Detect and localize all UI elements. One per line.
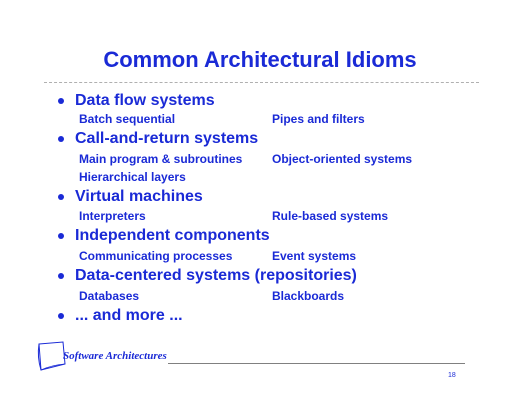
bullet-label: ... and more ... — [75, 307, 183, 324]
page-curl-logo-icon — [37, 341, 66, 371]
bullet-item-independent-components: Independent components — [58, 226, 270, 246]
bullet-item-data-centered: Data-centered systems (repositories) — [58, 266, 357, 286]
subitem-hierarchical-layers: Hierarchical layers — [79, 170, 186, 184]
bullet-label: Virtual machines — [75, 188, 203, 205]
bullet-dot-icon — [58, 136, 64, 142]
subitem-batch-sequential: Batch sequential — [79, 112, 176, 126]
subitem-rule-based: Rule-based systems — [272, 209, 389, 223]
subitem-blackboards: Blackboards — [272, 289, 345, 303]
bullet-dot-icon — [58, 313, 64, 319]
subitem-databases: Databases — [79, 289, 140, 303]
bullet-label: Data flow systems — [75, 92, 215, 109]
bullet-dot-icon — [58, 233, 64, 239]
subitem-event-systems: Event systems — [272, 249, 357, 263]
bullet-label: Independent components — [75, 227, 270, 244]
bullet-item-data-flow: Data flow systems — [58, 91, 215, 111]
subitem-main-program: Main program & subroutines — [79, 152, 243, 166]
subitem-interpreters: Interpreters — [79, 209, 146, 223]
slide-title: Common Architectural Idioms — [103, 47, 417, 72]
bullet-item-call-and-return: Call-and-return systems — [58, 129, 258, 149]
page-number: 18 — [448, 372, 456, 379]
subitem-pipes-and-filters: Pipes and filters — [272, 112, 365, 126]
bullet-dot-icon — [58, 273, 64, 279]
bullet-label: Data-centered systems (repositories) — [75, 267, 357, 284]
bullet-label: Call-and-return systems — [75, 130, 259, 147]
subitem-object-oriented: Object-oriented systems — [272, 152, 413, 166]
bullet-dot-icon — [58, 194, 64, 200]
footer-course-title: Software Architectures — [63, 350, 167, 362]
bullet-item-and-more: ... and more ... — [58, 306, 183, 326]
bullet-dot-icon — [58, 98, 64, 104]
subitem-communicating-processes: Communicating processes — [79, 249, 233, 263]
footer-divider — [168, 363, 465, 364]
title-divider — [44, 82, 479, 83]
bullet-item-virtual-machines: Virtual machines — [58, 187, 203, 207]
